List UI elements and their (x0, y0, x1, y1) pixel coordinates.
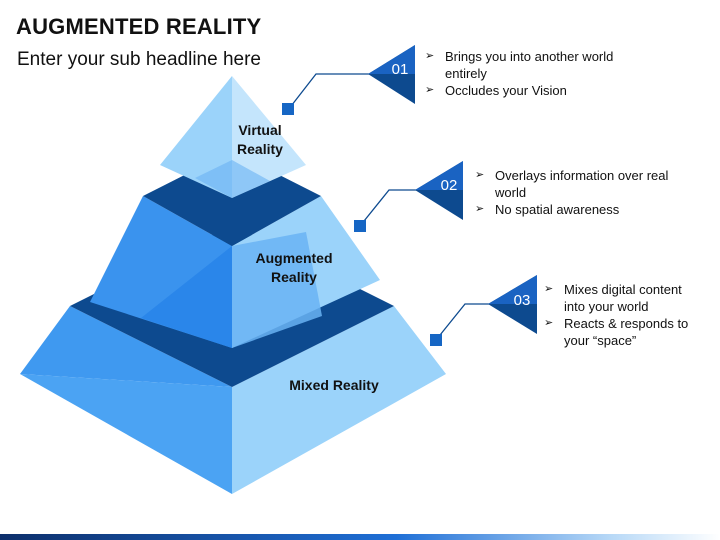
bullet-list-03: ➢Mixes digital content into your world ➢… (542, 281, 692, 349)
bullet-item: ➢Overlays information over real world (475, 168, 669, 200)
bullet-item: ➢Reacts & responds to your “space” (544, 316, 689, 348)
connector-square-02 (354, 220, 366, 232)
bullet-item: ➢No spatial awareness (475, 202, 620, 217)
bullet-item: ➢Brings you into another world entirely (425, 49, 614, 81)
bullet-list-02: ➢Overlays information over real world ➢N… (473, 167, 688, 218)
bullet-list-01: ➢Brings you into another world entirely … (423, 48, 643, 99)
label-augmented-reality: Augmented Reality (255, 250, 333, 285)
page-subtitle: Enter your sub headline here (17, 49, 261, 70)
callout-02 (354, 161, 463, 232)
connector-square-01 (282, 103, 294, 115)
number-03: 03 (514, 292, 531, 309)
tier-virtual-reality (160, 76, 306, 198)
label-mixed-reality: Mixed Reality (289, 377, 379, 393)
connector-square-03 (430, 334, 442, 346)
bullet-item: ➢Occludes your Vision (425, 83, 567, 98)
bullet-item: ➢Mixes digital content into your world (544, 282, 682, 314)
label-virtual-reality: Virtual Reality (237, 122, 283, 157)
callout-01 (282, 45, 415, 115)
page-title: AUGMENTED REALITY (16, 14, 262, 39)
number-02: 02 (441, 177, 458, 194)
callout-03 (430, 275, 537, 346)
footer-gradient-bar (0, 534, 720, 540)
number-01: 01 (392, 61, 409, 78)
